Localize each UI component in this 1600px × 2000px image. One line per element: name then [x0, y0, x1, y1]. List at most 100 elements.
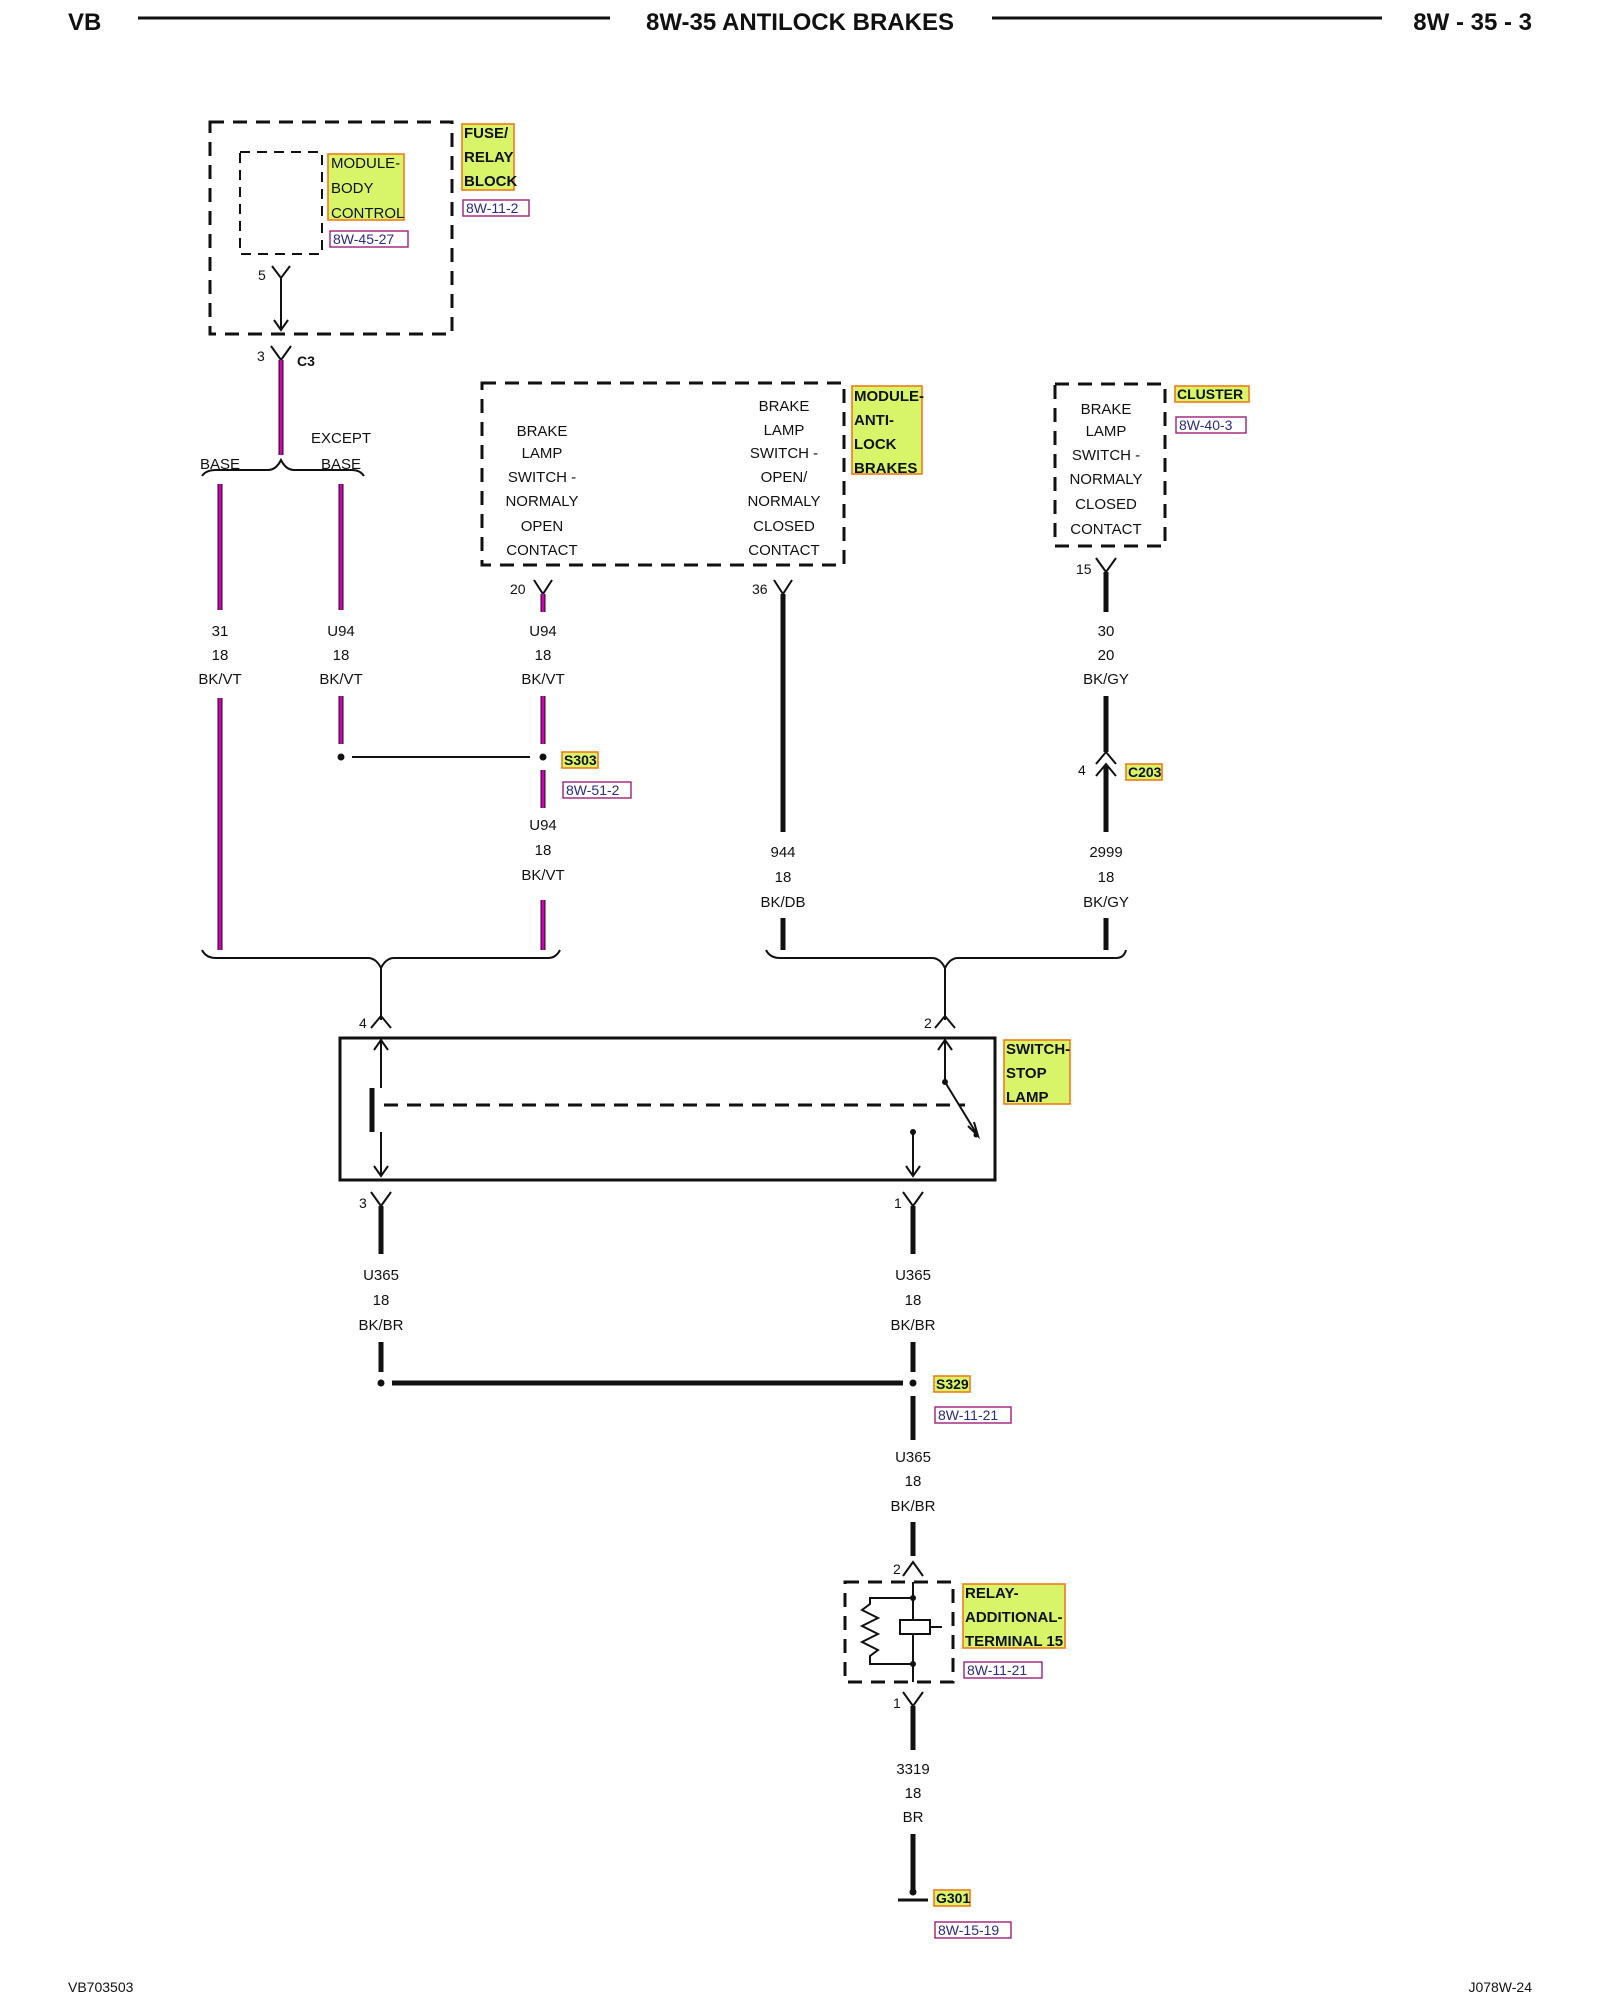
header-left: VB [68, 9, 101, 36]
c3-name: C3 [297, 353, 315, 369]
switch-stop-lamp: 4 2 SWITCH- STOP LAMP 3 1 [338, 1014, 1071, 1211]
branch-base-label: BASE [200, 456, 240, 473]
wire-3319: 3319 18 BR [896, 1706, 930, 1890]
body-control-label-2: BODY [331, 180, 374, 197]
g301-ref: 8W-15-19 [938, 1922, 999, 1938]
relay-pin-2: 2 [893, 1561, 901, 1577]
ground-g301: G301 8W-15-19 [898, 1888, 1012, 1939]
w31-color: BK/VT [198, 671, 241, 688]
body-control-pin-5: 5 [258, 267, 266, 283]
w3319-circuit: 3319 [896, 1761, 929, 1778]
u365r-color: BK/BR [890, 1317, 935, 1334]
wire-944: 944 18 BK/DB [760, 594, 806, 950]
open-contact-2: LAMP [522, 445, 563, 462]
cluster-contact-4: NORMALY [1069, 471, 1142, 488]
u365l-circuit: U365 [363, 1267, 399, 1284]
fuse-relay-label-3: BLOCK [464, 173, 517, 190]
c203-pin: 4 [1078, 762, 1086, 778]
relay-ref: 8W-11-21 [967, 1662, 1027, 1678]
relay-label-1: RELAY- [965, 1585, 1019, 1602]
w2999-color: BK/GY [1083, 894, 1129, 911]
s329-ref: 8W-11-21 [938, 1407, 998, 1423]
w944-color: BK/DB [760, 894, 805, 911]
open-contact-5: OPEN [521, 518, 564, 535]
fuse-relay-label-1: FUSE/ [464, 125, 509, 142]
body-control-ref: 8W-45-27 [333, 231, 394, 247]
splice-s329: S329 8W-11-21 [933, 1375, 1012, 1424]
open-contact-4: NORMALY [505, 493, 578, 510]
w2999-circuit: 2999 [1089, 844, 1122, 861]
cluster-contact-1: BRAKE [1081, 401, 1132, 418]
closed-contact-4: OPEN/ [761, 469, 809, 486]
ssl-label-2: STOP [1006, 1065, 1047, 1082]
w30-circuit: 30 [1098, 623, 1115, 640]
open-contact-1: BRAKE [517, 423, 568, 440]
wire-2999: 2999 18 BK/GY [1083, 766, 1129, 950]
merge-bracket-right [765, 949, 1127, 1020]
u94c-color: BK/VT [521, 867, 564, 884]
w3319-color: BR [903, 1809, 924, 1826]
branch-base2-label: BASE [321, 456, 361, 473]
wire-u94-b: U94 18 BK/VT [521, 594, 565, 808]
closed-contact-2: LAMP [764, 422, 805, 439]
u365c-color: BK/BR [890, 1498, 935, 1515]
w3319-gauge: 18 [905, 1785, 922, 1802]
branch-bracket: BASE EXCEPT BASE [200, 430, 371, 477]
body-control-label-1: MODULE- [331, 155, 400, 172]
u94a-gauge: 18 [333, 647, 350, 664]
cluster-contact-6: CONTACT [1070, 521, 1141, 538]
cluster-contact-3: SWITCH - [1072, 447, 1140, 464]
relay-additional-terminal-15: 2 RELAY- ADDITIONAL- TERMINAL 15 8W-11-2… [843, 1560, 1066, 1711]
w944-circuit: 944 [770, 844, 795, 861]
cluster-contact-5: CLOSED [1075, 496, 1137, 513]
w944-gauge: 18 [775, 869, 792, 886]
s329-name: S329 [936, 1376, 969, 1392]
open-contact-3: SWITCH - [508, 469, 576, 486]
u365l-gauge: 18 [373, 1292, 390, 1309]
relay-label-3: TERMINAL 15 [965, 1633, 1063, 1650]
u94b-circuit: U94 [529, 623, 557, 640]
wire-u365-center: U365 18 BK/BR [890, 1449, 936, 1556]
cluster-contact-2: LAMP [1086, 423, 1127, 440]
ssl-pin-2: 2 [924, 1015, 932, 1031]
u94b-gauge: 18 [535, 647, 552, 664]
g301-name: G301 [936, 1890, 970, 1906]
u365r-gauge: 18 [905, 1292, 922, 1309]
u94c-gauge: 18 [535, 842, 552, 859]
closed-contact-1: BRAKE [759, 398, 810, 415]
wire-31: 31 18 BK/VT [198, 484, 242, 950]
fuse-relay-ref: 8W-11-2 [466, 200, 519, 216]
abs-label-2: ANTI- [854, 412, 894, 429]
u94a-circuit: U94 [327, 623, 355, 640]
wire-u365-left: U365 18 BK/BR [358, 1206, 903, 1387]
page-header: VB 8W-35 ANTILOCK BRAKES 8W - 35 - 3 [68, 9, 1532, 36]
relay-label-2: ADDITIONAL- [965, 1609, 1063, 1626]
merge-bracket-left [201, 949, 561, 1020]
open-contact-6: CONTACT [506, 542, 577, 559]
header-right: 8W - 35 - 3 [1413, 9, 1532, 36]
abs-label-1: MODULE- [854, 388, 924, 405]
u94b-color: BK/VT [521, 671, 564, 688]
ssl-pin-3: 3 [359, 1195, 367, 1211]
branch-except-label: EXCEPT [311, 430, 371, 447]
abs-pin-36: 36 [752, 581, 768, 597]
footer-right: J078W-24 [1468, 1979, 1532, 1995]
page-title: 8W-35 ANTILOCK BRAKES [646, 9, 954, 36]
u365r-circuit: U365 [895, 1267, 931, 1284]
u94c-circuit: U94 [529, 817, 557, 834]
cluster-ref: 8W-40-3 [1179, 417, 1233, 433]
abs-pin-20: 20 [510, 581, 526, 597]
abs-module: BRAKE LAMP SWITCH - NORMALY OPEN CONTACT… [480, 381, 924, 597]
u94a-color: BK/VT [319, 671, 362, 688]
u365c-gauge: 18 [905, 1473, 922, 1490]
closed-contact-3: SWITCH - [750, 445, 818, 462]
footer-left: VB703503 [68, 1979, 134, 1995]
ssl-label-1: SWITCH- [1006, 1041, 1070, 1058]
cluster-pin-15: 15 [1076, 561, 1092, 577]
cluster: BRAKE LAMP SWITCH - NORMALY CLOSED CONTA… [1053, 382, 1250, 577]
splice-s303: S303 8W-51-2 [561, 751, 632, 799]
w2999-gauge: 18 [1098, 869, 1115, 886]
s303-ref: 8W-51-2 [566, 782, 620, 798]
closed-contact-6: CLOSED [753, 518, 815, 535]
